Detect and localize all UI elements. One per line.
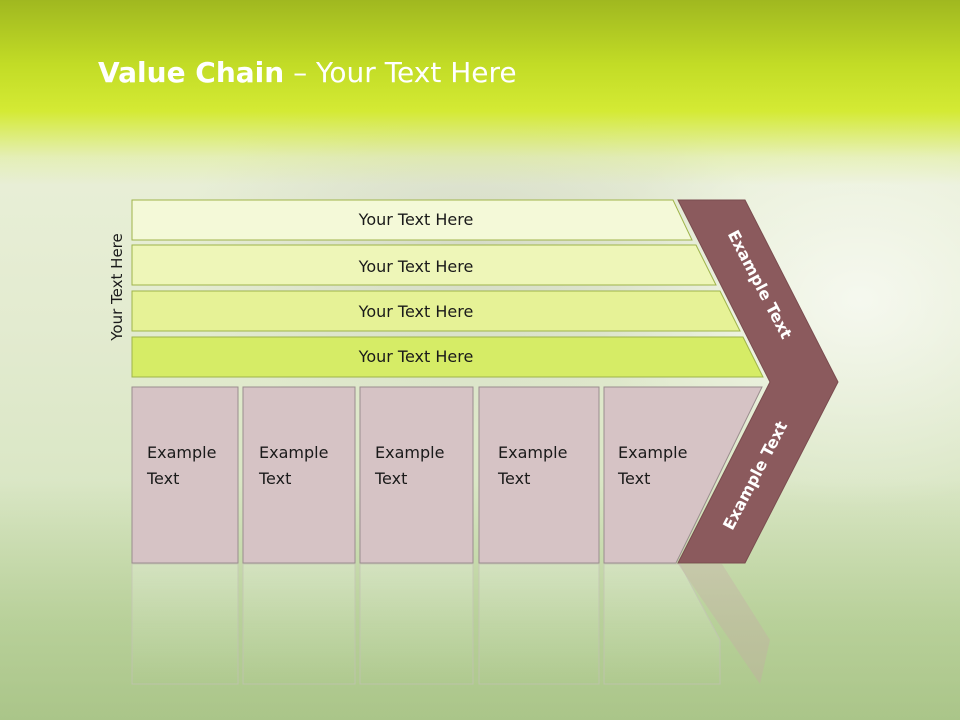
reflection-column-4 [478, 563, 600, 685]
column-3-shape [359, 386, 474, 564]
reflection-column-2 [242, 563, 356, 685]
bar-1-shape [131, 199, 693, 241]
column-4-line2: Text [497, 469, 530, 488]
bar-4-shape [131, 336, 764, 378]
column-2-shape [242, 386, 356, 564]
reflection [131, 563, 770, 685]
column-5-shape [603, 386, 763, 564]
bar-3-label: Your Text Here [358, 302, 474, 321]
slide-title-bold: Value Chain [98, 56, 285, 89]
column-1-line1: Example [147, 443, 216, 462]
reflection-column-1 [131, 563, 239, 685]
slide-title-rest: – Your Text Here [284, 56, 517, 89]
reflection-column-5 [603, 563, 721, 685]
column-2-line1: Example [259, 443, 328, 462]
bar-2-shape [131, 244, 717, 286]
bar-3-shape [131, 290, 741, 332]
column-5-line1: Example [618, 443, 687, 462]
columns: Example Text Example Text Example Text E… [131, 386, 763, 564]
column-2-line2: Text [258, 469, 291, 488]
reflection-chevron [678, 564, 770, 684]
bar-4-label: Your Text Here [358, 347, 474, 366]
column-1-shape [131, 386, 239, 564]
header-band [0, 0, 960, 185]
column-4-shape [478, 386, 600, 564]
bars: Your Text Here Your Text Here Your Text … [131, 199, 764, 378]
column-5-line2: Text [617, 469, 650, 488]
column-3-line1: Example [375, 443, 444, 462]
column-1-line2: Text [146, 469, 179, 488]
bar-2-label: Your Text Here [358, 257, 474, 276]
column-4-line1: Example [498, 443, 567, 462]
slide-title: Value Chain – Your Text Here [98, 56, 517, 89]
bar-1-label: Your Text Here [358, 210, 474, 229]
reflection-column-3 [359, 563, 474, 685]
column-3-line2: Text [374, 469, 407, 488]
chevron-shape [677, 199, 839, 564]
